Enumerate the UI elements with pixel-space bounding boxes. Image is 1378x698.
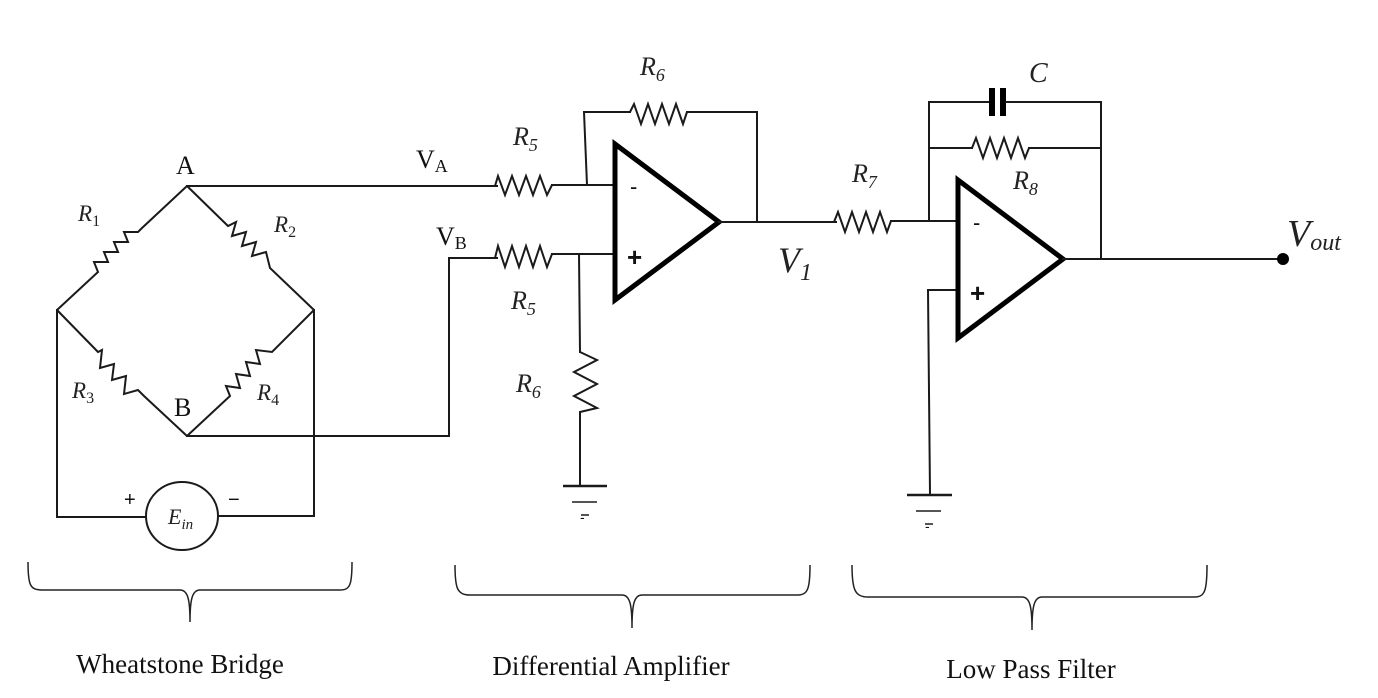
r6-feedback-label: R6: [639, 52, 665, 85]
ground-lpf-mark: -: [925, 518, 930, 534]
voltage-source-ein: [145, 481, 219, 551]
r7-label: R7: [851, 159, 878, 192]
opamp-lpf-plus: +: [970, 278, 985, 308]
r5-bottom-label: R5: [510, 286, 536, 319]
r4-label: R4: [256, 380, 279, 409]
ground-diff-mark: -: [580, 509, 585, 525]
r2-label: R2: [273, 212, 296, 241]
ground-symbol-diff: [563, 484, 607, 516]
wire-node-b-to-vb: [186, 257, 498, 437]
vb-label: VB: [436, 222, 467, 253]
node-b-label: B: [174, 393, 191, 422]
resistor-r1: [56, 185, 188, 311]
resistor-r5-top: [494, 172, 553, 198]
resistor-r2: [186, 185, 315, 311]
brace-wheatstone: [27, 561, 353, 623]
ein-plus-sign: +: [124, 489, 136, 511]
opamp-diff-plus: +: [627, 242, 642, 272]
opamp-lpf-minus: -: [973, 210, 980, 235]
r8-label: R8: [1012, 166, 1038, 199]
capacitor-c: [989, 88, 1006, 116]
opamp-lpf: [955, 174, 1068, 344]
ein-minus-sign: −: [228, 489, 240, 511]
r3-label: R3: [71, 378, 94, 407]
opamp-differential: [612, 139, 724, 305]
wire-right-supply: [217, 309, 315, 517]
r5-top-label: R5: [512, 122, 538, 155]
section-label-wheatstone: Wheatstone Bridge: [76, 649, 284, 679]
resistor-r4: [186, 309, 315, 437]
wire-left-supply: [56, 309, 147, 518]
capacitor-c-label: C: [1029, 58, 1048, 89]
low-pass-filter: [833, 88, 1289, 525]
ein-label: Ein: [167, 504, 193, 533]
ground-symbol-lpf: [907, 493, 952, 525]
wire-lpf-cap-right: [1005, 101, 1102, 260]
section-label-diff-amp: Differential Amplifier: [492, 651, 729, 681]
resistor-r7: [833, 208, 892, 236]
node-a-label: A: [176, 151, 195, 180]
section-label-lpf: Low Pass Filter: [946, 654, 1116, 684]
wire-feedback-left: [582, 111, 631, 187]
resistor-r3: [56, 309, 188, 437]
brace-diff-amp: [454, 564, 811, 629]
wire-r6-ground-top: [577, 252, 582, 354]
vout-label: Vout: [1287, 213, 1342, 256]
differential-amplifier: [494, 100, 837, 516]
va-label: VA: [416, 145, 448, 176]
wheatstone-bridge: [56, 185, 498, 551]
wire-lpf-ground: [926, 289, 958, 496]
v1-label: V1: [778, 240, 812, 286]
wire-feedback-right: [686, 111, 758, 223]
opamp-diff-minus: -: [630, 174, 637, 199]
r1-label: R1: [77, 201, 100, 230]
r6-ground-label: R6: [515, 369, 541, 402]
resistor-r5-bottom: [494, 242, 553, 271]
resistor-r6-feedback: [629, 100, 688, 128]
brace-lpf: [851, 564, 1208, 631]
vout-terminal: [1277, 253, 1289, 265]
resistor-r6-ground: [571, 351, 600, 413]
resistor-r8: [971, 134, 1030, 162]
wire-lpf-feedback-left: [928, 101, 989, 222]
